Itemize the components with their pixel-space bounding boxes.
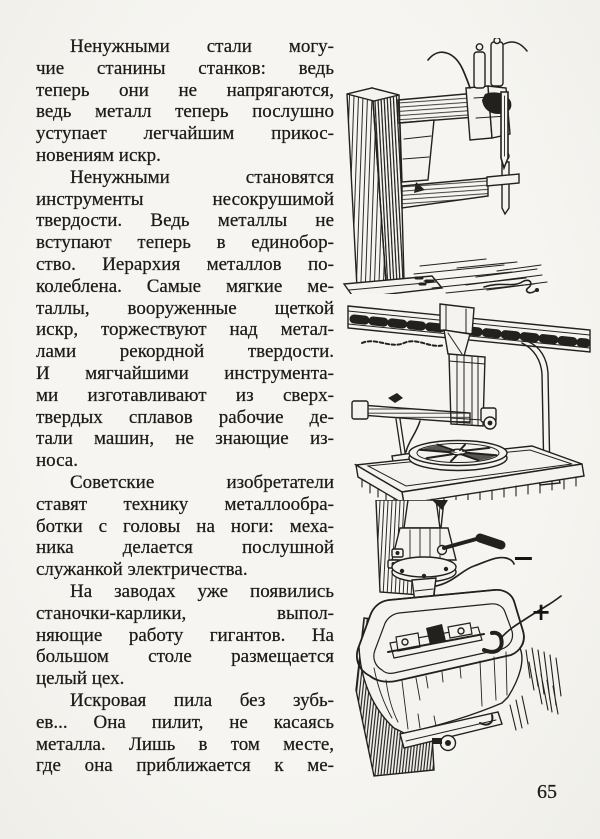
text-line: целый цех.	[36, 668, 125, 690]
text-line: ев... Она пилит, не касаясь	[36, 711, 334, 733]
text-line: новениям искр.	[36, 144, 161, 166]
page-number: 65	[537, 781, 557, 803]
text-line: лами рекордной твердости.	[36, 341, 334, 363]
text-line: ботки с головы на ноги: меха-	[36, 515, 334, 537]
text-line: твердости. Ведь металлы не	[36, 210, 334, 232]
text-line: инструменты несокрушимой	[36, 188, 334, 210]
text-line: ника делается послушной	[36, 537, 334, 559]
plus-polarity-label: +	[531, 597, 552, 626]
text-line: металла. Лишь в том месте,	[36, 733, 334, 755]
text-line: теперь они не напрягаются,	[36, 79, 334, 101]
text-line: вступают теперь в единобор-	[36, 232, 334, 254]
text-line: твердых сплавов рабочие де-	[36, 406, 334, 428]
text-line: И мягчайшими инструмента-	[36, 362, 334, 384]
text-line: Ненужными становятся	[70, 166, 334, 188]
text-line: таллы, вооруженные щеткой	[36, 297, 334, 319]
text-line: чие станины станков: ведь	[36, 57, 334, 79]
stationary-spark-machine-icon	[342, 38, 548, 294]
machine-engraving-top	[336, 38, 592, 294]
text-line: На заводах уже появились	[70, 580, 334, 602]
text-line: большом столе размещается	[36, 646, 334, 668]
text-line: ставят технику металлообра-	[36, 493, 334, 515]
text-column: Ненужными стали могу-чие станины станков…	[36, 36, 334, 777]
text-line: носа.	[36, 450, 78, 472]
minus-polarity-label: −	[512, 543, 535, 574]
text-line: служанкой электричества.	[36, 559, 248, 581]
text-line: Советские изобретатели	[70, 471, 334, 493]
machine-engraving-middle	[336, 302, 592, 500]
machine-engraving-bottom	[330, 500, 592, 778]
text-line: Искровая пила без зубь-	[70, 689, 334, 711]
spark-erosion-bath-icon	[355, 500, 562, 777]
text-line: уступает легчайшим прикос-	[36, 123, 334, 145]
text-line: где она приближается к ме-	[36, 755, 334, 777]
suspended-spark-cutter-icon	[347, 303, 591, 500]
text-line: колеблена. Самые мягкие ме-	[36, 275, 334, 297]
text-line: Ненужными стали могу-	[70, 36, 334, 57]
text-line: станочки-карлики, выпол-	[36, 602, 334, 624]
text-line: ведь металл теперь послушно	[36, 101, 334, 123]
text-line: ми изготавливают из сверх-	[36, 384, 334, 406]
text-line: няющие работу гигантов. На	[36, 624, 334, 646]
text-line: искр, торжествуют над метал-	[36, 319, 334, 341]
text-line: тали машин, не знающие из-	[36, 428, 334, 450]
text-line: ство. Иерархия металлов по-	[36, 253, 334, 275]
